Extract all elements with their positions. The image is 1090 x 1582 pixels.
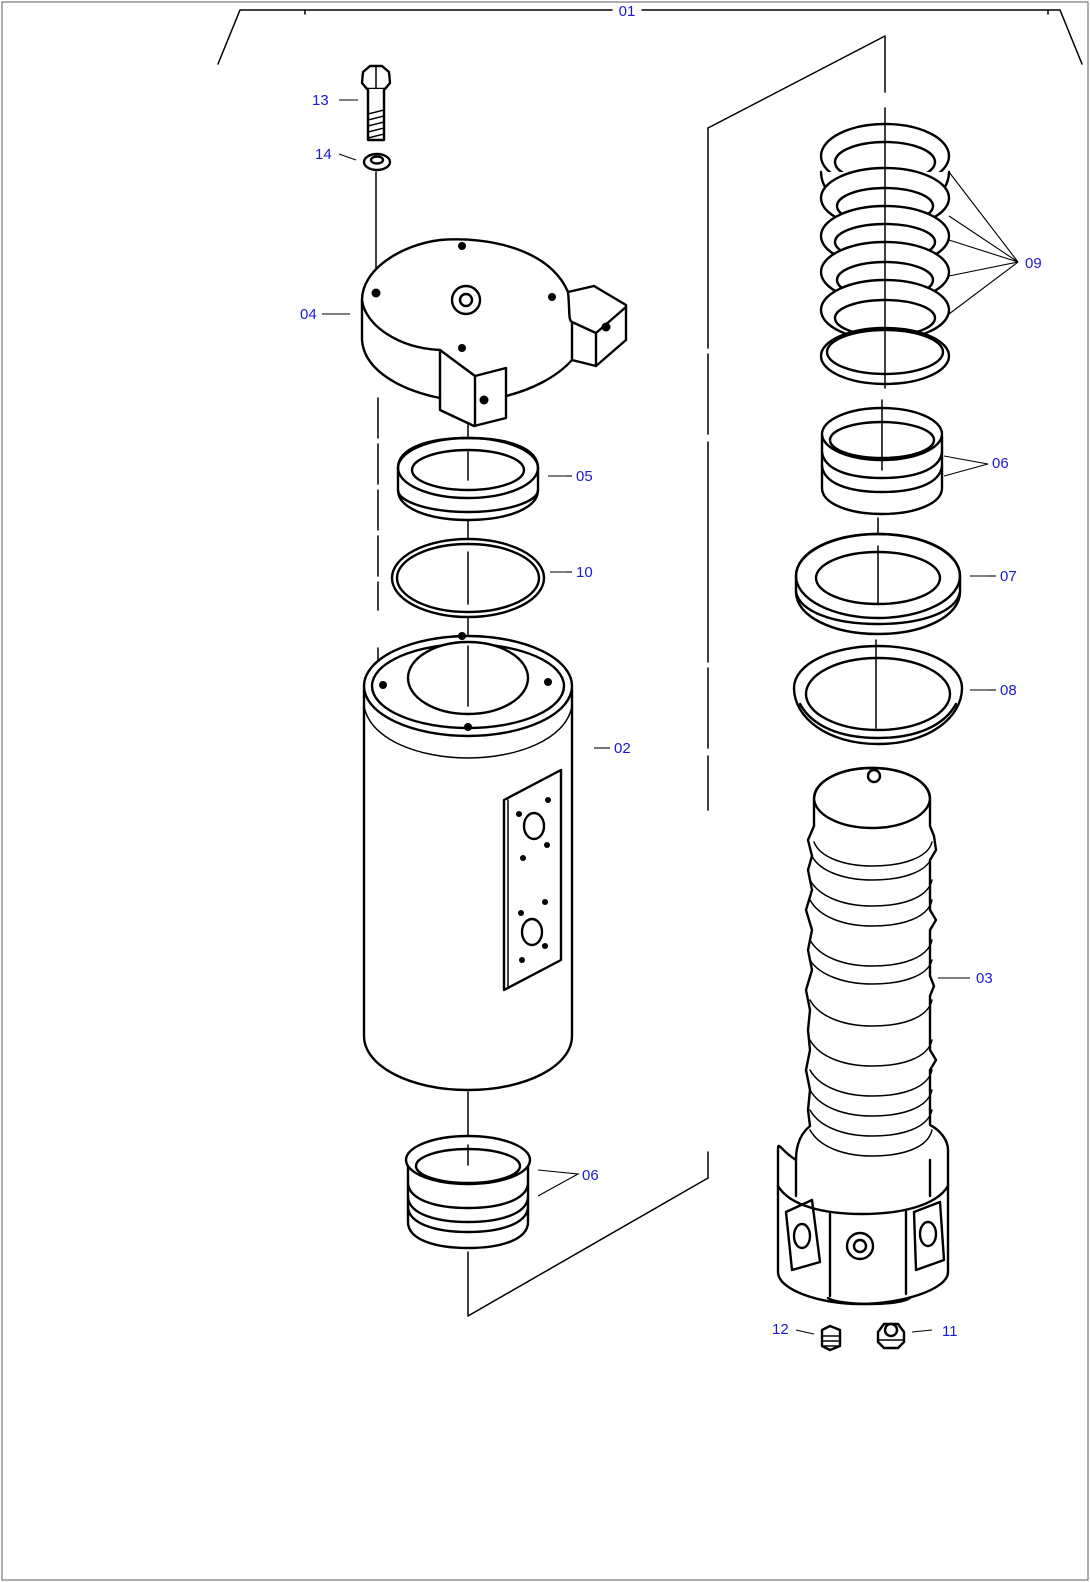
callout-14[interactable]: 14 — [315, 146, 332, 163]
plug-right-part — [876, 1322, 906, 1350]
bushing-upper-part — [820, 406, 944, 516]
washer-part — [362, 152, 392, 172]
dust-seal-part — [792, 644, 964, 746]
callout-07[interactable]: 07 — [1000, 568, 1017, 585]
bolt-part — [360, 64, 392, 142]
callout-06-lower[interactable]: 06 — [582, 1167, 599, 1184]
cover-part — [360, 238, 628, 428]
callout-03[interactable]: 03 — [976, 970, 993, 987]
label-dashes — [566, 475, 996, 691]
callout-13[interactable]: 13 — [312, 92, 329, 109]
callout-05[interactable]: 05 — [576, 468, 593, 485]
callout-12[interactable]: 12 — [772, 1321, 789, 1338]
bushing-lower-part — [404, 1134, 532, 1250]
callout-09[interactable]: 09 — [1025, 255, 1042, 272]
callout-06-upper[interactable]: 06 — [992, 455, 1009, 472]
callout-10[interactable]: 10 — [576, 564, 593, 581]
callout-08[interactable]: 08 — [1000, 682, 1017, 699]
assembly-bracket — [217, 9, 1083, 65]
assembly-center-bracket — [467, 35, 886, 1317]
leader-lines — [322, 99, 1019, 1335]
callout-04[interactable]: 04 — [300, 306, 317, 323]
callout-02[interactable]: 02 — [614, 740, 631, 757]
callout-01[interactable]: 01 — [619, 3, 636, 20]
callout-11[interactable]: 11 — [942, 1323, 958, 1340]
plug-left-part — [820, 1324, 842, 1352]
shaft-part — [776, 766, 950, 1306]
